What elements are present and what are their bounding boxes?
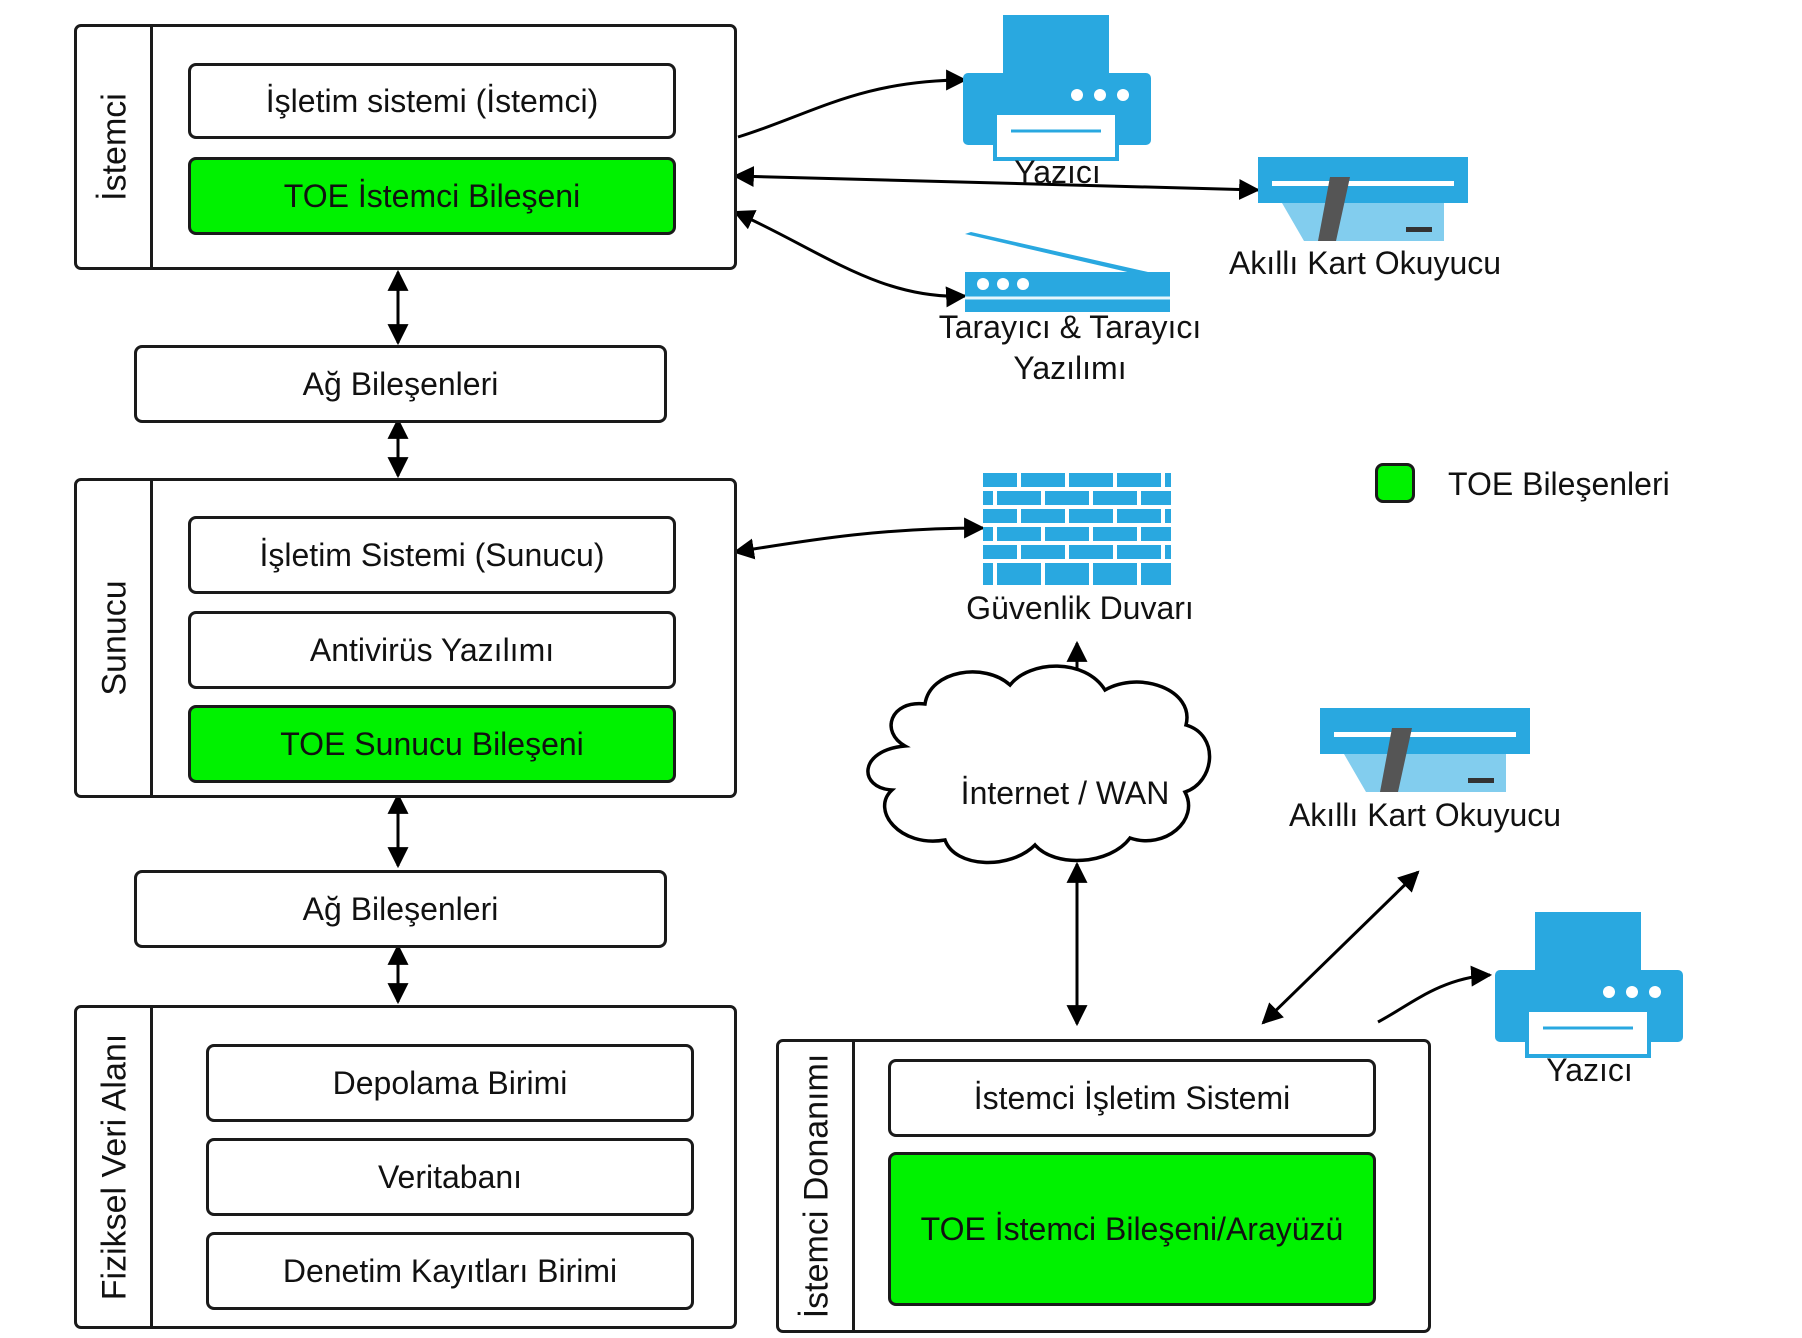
internet-wan-label: İnternet / WAN — [960, 775, 1170, 811]
audit-log-box: Denetim Kayıtları Birimi — [206, 1232, 694, 1310]
client-toe-box: TOE İstemci Bileşeni — [188, 157, 676, 235]
firewall-label: Güvenlik Duvarı — [966, 590, 1194, 626]
antivirus-box: Antivirüs Yazılımı — [188, 611, 676, 689]
client-hardware-rail: İstemci Donanımı — [779, 1042, 855, 1330]
server-os-box: İşletim Sistemi (Sunucu) — [188, 516, 676, 594]
printer-icon — [963, 15, 1151, 161]
card-reader-label: Akıllı Kart Okuyucu — [1288, 797, 1562, 833]
server-rail: Sunucu — [77, 481, 153, 795]
arrow-server-firewall — [732, 517, 986, 560]
card-reader-label: Akıllı Kart Okuyucu — [1228, 245, 1502, 281]
legend-toe-swatch — [1375, 463, 1415, 503]
client-hardware-rail-label: İstemci Donanımı — [797, 1053, 836, 1319]
cloud-shape — [866, 664, 1212, 865]
client-hw-toe-box: TOE İstemci Bileşeni/Arayüzü — [888, 1152, 1376, 1306]
printer-icon — [1495, 912, 1683, 1058]
client-hw-os-box: İstemci İşletim Sistemi — [888, 1059, 1376, 1137]
card-reader-icon — [1258, 157, 1468, 241]
client-rail: İstemci — [77, 27, 153, 267]
scanner-label-line1: Tarayıcı & Tarayıcı — [938, 309, 1202, 345]
printer-label: Yazıcı — [1014, 154, 1101, 190]
storage-box: Depolama Birimi — [206, 1044, 694, 1122]
arrow-clienthw-printer — [1377, 965, 1493, 1024]
firewall-icon — [983, 473, 1171, 585]
legend-toe-label: TOE Bileşenleri — [1448, 466, 1670, 502]
client-os-box: İşletim sistemi (İstemci) — [188, 63, 676, 139]
arrow-client-cardreader — [732, 166, 1261, 200]
database-box: Veritabanı — [206, 1138, 694, 1216]
arrow-client-scanner — [733, 210, 968, 308]
client-rail-label: İstemci — [95, 93, 134, 201]
physical-rail-label: Fiziksel Veri Alanı — [95, 1033, 134, 1301]
arrow-client-printer — [737, 69, 968, 139]
network-components-box: Ağ Bileşenleri — [134, 870, 667, 948]
printer-label: Yazıcı — [1546, 1052, 1633, 1088]
server-rail-label: Sunucu — [95, 580, 134, 696]
server-toe-box: TOE Sunucu Bileşeni — [188, 705, 676, 783]
network-components-box: Ağ Bileşenleri — [134, 345, 667, 423]
scanner-label-line2: Yazılımı — [1013, 350, 1127, 386]
scanner-icon — [965, 232, 1170, 312]
card-reader-icon — [1320, 708, 1530, 792]
arrow-clienthw-cardreader — [1261, 870, 1420, 1025]
physical-rail: Fiziksel Veri Alanı — [77, 1008, 153, 1326]
